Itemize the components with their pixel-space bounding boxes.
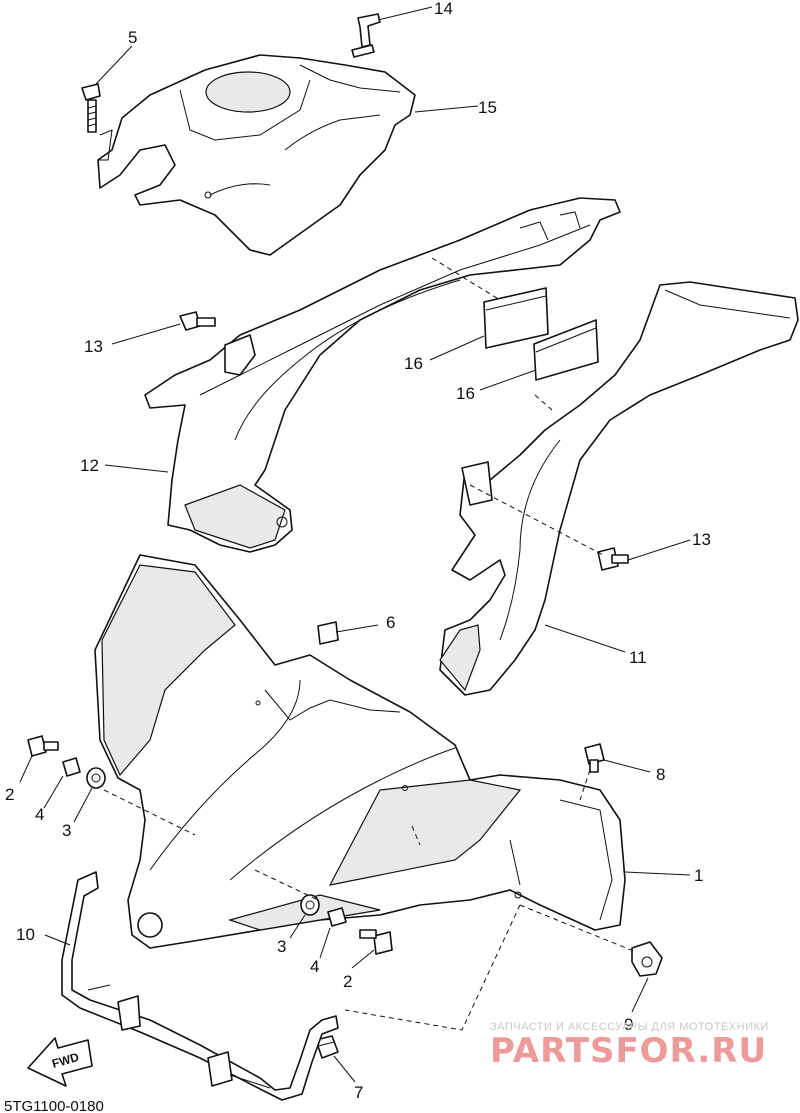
watermark: ЗАПЧАСТИ И АКСЕССУАРЫ ДЛЯ МОТОТЕХНИКИ PA… <box>490 1021 769 1071</box>
part-12-left-side-cover <box>144 197 621 553</box>
watermark-brand: PARTSFOR.RU <box>490 1031 767 1071</box>
part-14-clip <box>351 13 381 58</box>
callout-13: 13 <box>84 337 103 356</box>
callout-3: 3 <box>62 821 71 840</box>
callout-12: 12 <box>80 456 99 475</box>
callout-16: 16 <box>404 354 423 373</box>
callout-2: 2 <box>5 785 14 804</box>
part-11-right-side-cover <box>439 281 799 696</box>
callout-5: 5 <box>128 28 137 47</box>
callout-4: 4 <box>35 805 44 824</box>
part-15-tank-cover <box>97 54 416 256</box>
watermark-tagline: ЗАПЧАСТИ И АКСЕССУАРЫ ДЛЯ МОТОТЕХНИКИ <box>490 1021 769 1033</box>
callout-13: 13 <box>692 530 711 549</box>
hardware-left-upper <box>27 735 106 789</box>
callout-3: 3 <box>277 937 286 956</box>
part-7-nut <box>315 1035 339 1059</box>
part-10-bracket <box>61 871 339 1101</box>
callout-4: 4 <box>310 957 319 976</box>
callout-15: 15 <box>478 98 497 117</box>
part-13-bolts <box>179 311 629 571</box>
callout-8: 8 <box>656 765 665 784</box>
callout-10: 10 <box>16 925 35 944</box>
callout-2: 2 <box>343 972 352 991</box>
callout-1: 1 <box>694 866 703 885</box>
callout-9: 9 <box>624 1015 633 1034</box>
part-6-clip <box>317 621 339 645</box>
assembly-lines <box>103 257 637 1031</box>
fwd-arrow: FWD <box>27 1037 93 1087</box>
part-5-bolt <box>81 83 101 133</box>
callout-16: 16 <box>456 384 475 403</box>
part-1-front-fender <box>94 554 626 949</box>
part-16-pads <box>483 287 599 381</box>
callout-11: 11 <box>629 648 647 667</box>
hardware-right-lower <box>300 894 393 955</box>
leader-lines <box>19 6 691 1083</box>
callout-14: 14 <box>434 0 453 18</box>
callout-7: 7 <box>354 1083 363 1102</box>
part-9-clip <box>631 941 663 977</box>
callout-labels: 1 2 2 3 3 4 4 5 6 7 8 9 10 11 12 13 13 1… <box>5 0 711 1102</box>
callout-6: 6 <box>386 613 395 632</box>
part-8-bolt <box>584 743 605 773</box>
diagram-code: 5TG1100-0180 <box>4 1098 104 1113</box>
